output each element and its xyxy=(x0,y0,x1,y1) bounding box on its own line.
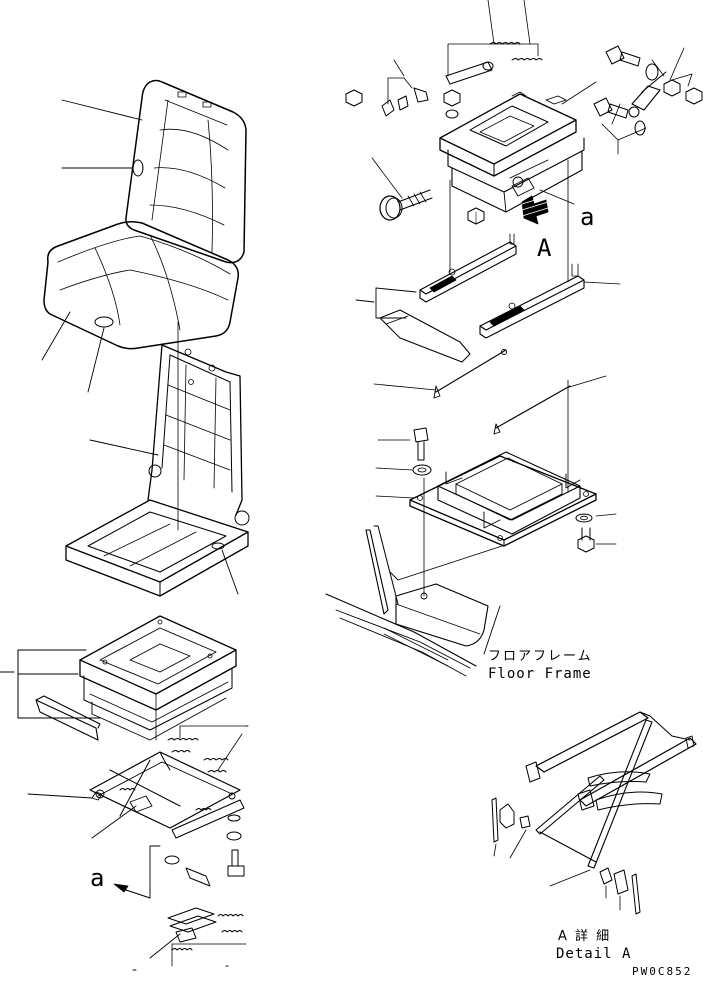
floor-frame xyxy=(326,526,502,676)
springs-pair-left xyxy=(168,739,228,773)
slide-wire xyxy=(380,310,470,362)
ref-a-top: a xyxy=(580,203,595,231)
nut-bottom-right xyxy=(578,528,594,552)
bolt-nut-group-right xyxy=(594,46,702,135)
seat-slide-rail-top xyxy=(440,92,584,212)
bolt-washer-group-left xyxy=(165,815,244,886)
detail-a-mechanism xyxy=(526,712,696,868)
slide-rail-left xyxy=(420,234,516,302)
bottom-bracket-springs xyxy=(168,908,243,950)
seat-cushion xyxy=(44,222,238,349)
backrest-knob-icon xyxy=(133,160,143,176)
detail-a-label-jp: A 詳 細 xyxy=(558,929,612,944)
floor-frame-label-jp: フロアフレーム xyxy=(488,649,593,664)
adjust-knob xyxy=(380,190,432,220)
detail-a-label-en: Detail A xyxy=(556,946,632,962)
nut-washer-group-top xyxy=(346,88,460,118)
seat-backrest xyxy=(126,81,246,263)
rod-part-left xyxy=(434,350,507,399)
arrow-A-icon xyxy=(522,196,548,224)
floor-frame-label-en: Floor Frame xyxy=(488,666,592,682)
damper-part xyxy=(629,72,666,117)
nut-bottom-slide xyxy=(468,208,484,224)
diagram-code: PW0C852 xyxy=(632,965,693,978)
suspension-cover xyxy=(80,616,236,740)
cushion-knob-icon xyxy=(95,317,113,327)
ref-a-bottom: a xyxy=(90,864,105,892)
slide-rail-right xyxy=(480,264,584,338)
bolt-top-left xyxy=(414,428,428,460)
spring-pin-group xyxy=(446,43,542,85)
seat-frame xyxy=(66,345,249,596)
side-bar-part xyxy=(36,696,100,740)
detail-a-parts xyxy=(492,798,640,914)
rod-part-right xyxy=(494,386,570,434)
scissor-mechanism xyxy=(90,752,244,838)
ref-A-top: A xyxy=(537,234,552,262)
mounting-plate xyxy=(410,452,596,546)
leader-lines-left xyxy=(28,100,248,970)
